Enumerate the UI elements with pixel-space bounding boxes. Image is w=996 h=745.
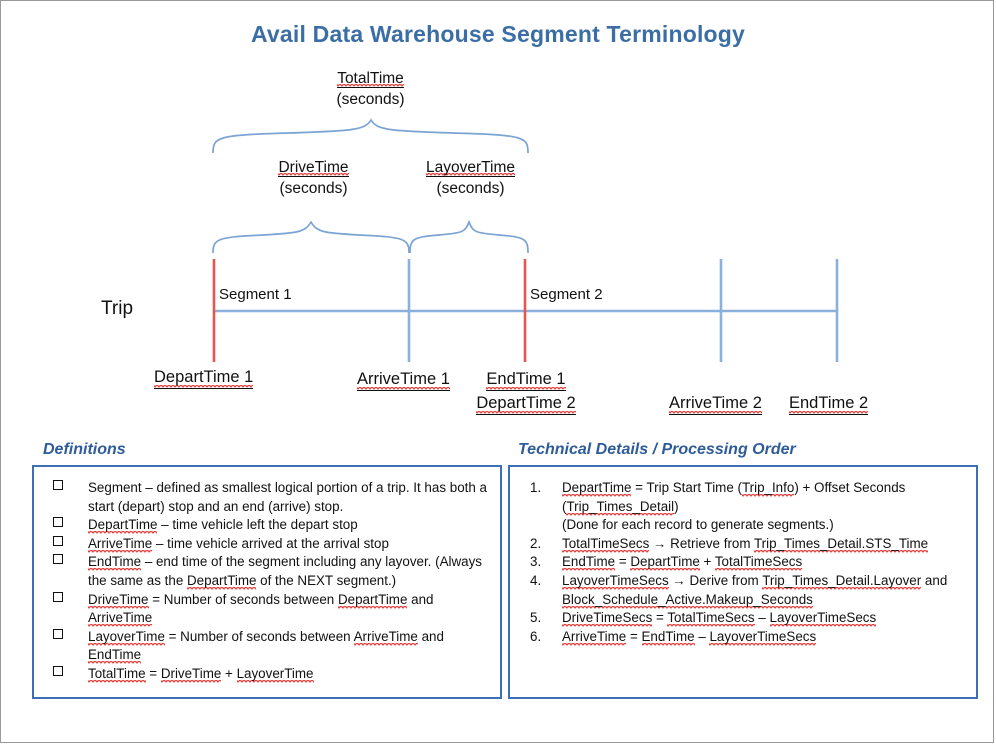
drive-time-label: DriveTime (seconds)	[241, 157, 386, 199]
technical-item-number: 5.	[530, 610, 542, 626]
definition-item: ArriveTime – time vehicle arrived at the…	[42, 535, 490, 554]
total-time-brace	[212, 118, 529, 154]
segment-2-label: Segment 2	[530, 286, 603, 303]
total-time-unit: (seconds)	[336, 91, 405, 108]
checkbox-icon	[53, 665, 63, 676]
definition-item: LayoverTime = Number of seconds between …	[42, 628, 490, 665]
definition-item: Segment – defined as smallest logical po…	[42, 479, 490, 516]
total-time-name: TotalTime	[337, 70, 404, 88]
definition-text: DepartTime – time vehicle left the depar…	[88, 517, 358, 533]
checkbox-icon	[53, 591, 63, 602]
definition-text: EndTime – end time of the segment includ…	[88, 554, 482, 588]
technical-item-text: EndTime = DepartTime + TotalTimeSecs	[562, 554, 803, 570]
technical-item-text: LayoverTimeSecs → Derive from Trip_Times…	[562, 572, 948, 607]
definitions-panel: Segment – defined as smallest logical po…	[32, 465, 502, 699]
technical-item-text: TotalTimeSecs → Retrieve from Trip_Times…	[562, 535, 929, 551]
technical-details-list: 1. DepartTime = Trip Start Time (Trip_Inf…	[518, 479, 966, 646]
total-time-label: TotalTime (seconds)	[298, 68, 443, 110]
definition-item: TotalTime = DriveTime + LayoverTime	[42, 665, 490, 684]
technical-details-heading: Technical Details / Processing Order	[518, 441, 796, 458]
technical-item-number: 1.	[530, 480, 542, 495]
layover-time-name: LayoverTime	[425, 159, 515, 177]
technical-item-number: 6.	[530, 628, 542, 644]
page-title: Avail Data Warehouse Segment Terminology	[250, 21, 746, 47]
checkbox-icon	[53, 535, 63, 546]
technical-item: 2. TotalTimeSecs → Retrieve from Trip_Tim…	[518, 535, 966, 554]
technical-item-number: 3.	[530, 554, 542, 570]
technical-item: 1. DepartTime = Trip Start Time (Trip_Inf…	[518, 479, 966, 535]
checkbox-icon	[53, 628, 63, 639]
arrive-time-2-label: ArriveTime 2	[669, 391, 762, 415]
technical-item: 3. EndTime = DepartTime + TotalTimeSecs	[518, 553, 966, 572]
depart-time-1-label: DepartTime 1	[154, 365, 254, 389]
drive-time-unit: (seconds)	[279, 180, 348, 197]
technical-details-panel: 1. DepartTime = Trip Start Time (Trip_Inf…	[508, 465, 978, 699]
technical-item-number: 4.	[530, 572, 542, 588]
definition-text: Segment – defined as smallest logical po…	[88, 480, 487, 514]
definitions-list: Segment – defined as smallest logical po…	[42, 479, 490, 684]
definition-text: ArriveTime – time vehicle arrived at the…	[88, 535, 389, 551]
drive-time-brace	[212, 220, 410, 254]
definitions-heading: Definitions	[43, 441, 126, 458]
technical-item: 5. DriveTimeSecs = TotalTimeSecs – Layove…	[518, 609, 966, 628]
definition-item: EndTime – end time of the segment includ…	[42, 553, 490, 590]
layover-time-brace	[409, 219, 529, 254]
definition-text: DriveTime = Number of seconds between De…	[88, 591, 434, 626]
definition-text: TotalTime = DriveTime + LayoverTime	[88, 665, 314, 681]
definition-item: DriveTime = Number of seconds between De…	[42, 591, 490, 628]
checkbox-icon	[53, 480, 63, 490]
drive-time-name: DriveTime	[278, 159, 349, 177]
technical-item-text: DepartTime = Trip Start Time (Trip_Info)…	[562, 480, 906, 533]
arrive-time-1-label: ArriveTime 1	[357, 367, 450, 391]
end-time-2-label: EndTime 2	[789, 391, 869, 415]
segment-1-label: Segment 1	[219, 286, 292, 303]
layover-time-unit: (seconds)	[436, 180, 505, 197]
technical-item-text: ArriveTime = EndTime – LayoverTimeSecs	[562, 628, 817, 644]
checkbox-icon	[53, 517, 63, 528]
technical-item-text: DriveTimeSecs = TotalTimeSecs – LayoverT…	[562, 610, 877, 626]
layover-time-label: LayoverTime (seconds)	[398, 157, 543, 199]
definition-item: DepartTime – time vehicle left the depar…	[42, 516, 490, 535]
trip-label: Trip	[101, 298, 134, 319]
definition-text: LayoverTime = Number of seconds between …	[88, 628, 444, 663]
technical-item-number: 2.	[530, 535, 542, 551]
technical-item: 6. ArriveTime = EndTime – LayoverTimeSecs	[518, 628, 966, 647]
checkbox-icon	[53, 554, 63, 565]
end-time-1-depart-time-2-label: EndTime 1 DepartTime 2	[467, 367, 585, 415]
technical-item: 4. LayoverTimeSecs → Derive from Trip_Tim…	[518, 572, 966, 609]
